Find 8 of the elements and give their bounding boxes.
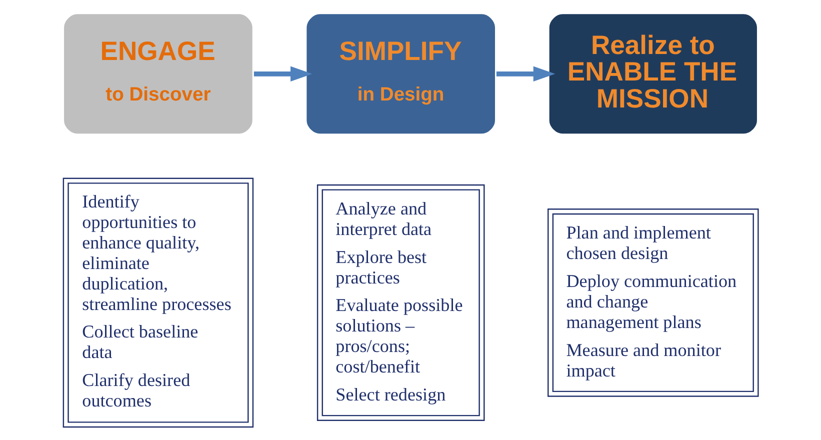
node-box: Identify opportunities to enhance quality, eliminate duplication, streamline processes Collect baseline data Clarify desired outcomes [62,178,254,428]
node-box: Analyze and interpret data Explore best practices Evaluate possible solutions – pros/cons; cost/benefit Select redesign [316,184,485,421]
node-box: Plan and implement chosen design Deploy communication and change management plans Measure and monitor impact [548,208,759,397]
node-box: ENGAGE to Discover [62,12,255,136]
arrow [496,66,556,82]
node-box: Realize to ENABLE THE MISSION [546,12,760,136]
node-box: SIMPLIFY in Design [304,12,498,136]
arrow [254,66,312,82]
